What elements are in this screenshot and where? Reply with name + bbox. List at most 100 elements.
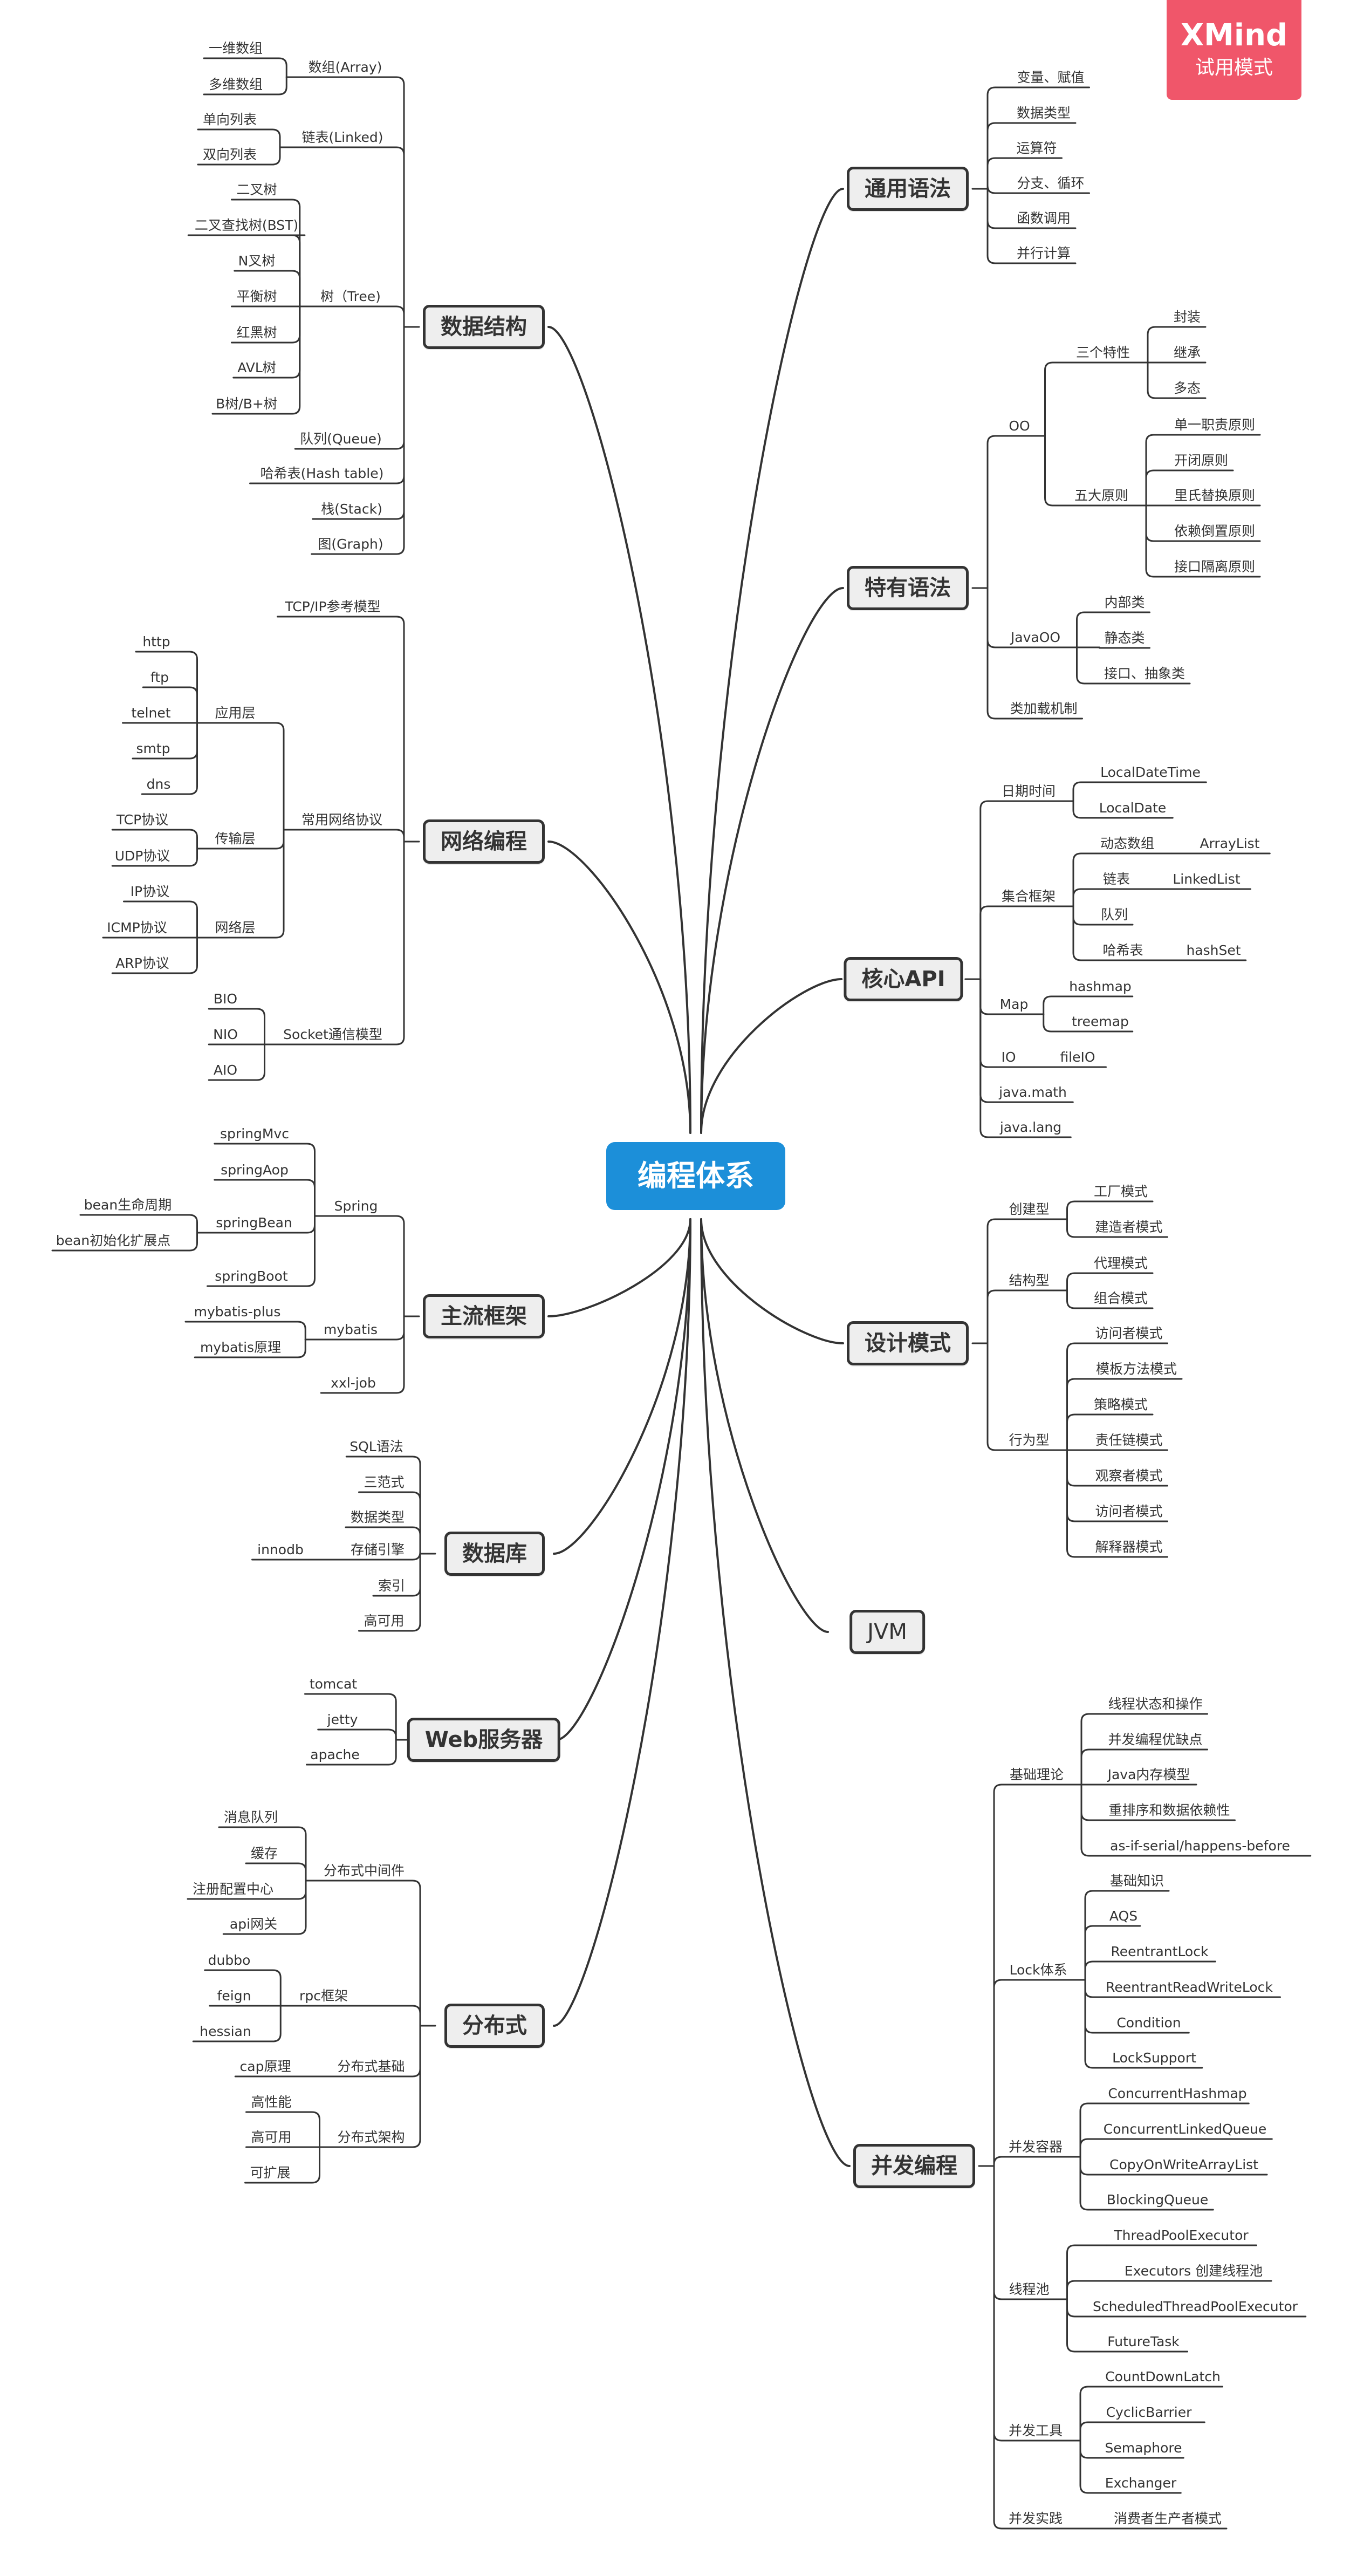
topic-3-5[interactable]: 高可用 [364,1613,405,1629]
topic-7-1[interactable]: JavaOO [1010,630,1061,645]
topic-8-0[interactable]: 日期时间 [1001,783,1056,799]
topic-11-1-5[interactable]: LockSupport [1112,2050,1196,2066]
topic-7-0-1-3[interactable]: 依赖倒置原则 [1174,523,1256,539]
topic-11-3-3[interactable]: FutureTask [1107,2334,1180,2349]
topic-4-2[interactable]: apache [310,1747,360,1762]
topic-3-4[interactable]: 索引 [378,1578,406,1594]
topic-11-3-0[interactable]: ThreadPoolExecutor [1114,2227,1249,2243]
topic-0-5[interactable]: 栈(Stack) [321,501,382,517]
branch-8[interactable]: 核心API [844,957,963,1001]
topic-0-0-1[interactable]: 多维数组 [208,77,263,92]
topic-5-3-2[interactable]: 可扩展 [250,2165,291,2181]
topic-8-5[interactable]: java.lang [999,1119,1062,1135]
topic-5-3[interactable]: 分布式架构 [337,2129,405,2145]
topic-0-2-5[interactable]: AVL树 [237,360,276,375]
topic-9-2-1[interactable]: 模板方法模式 [1095,1361,1177,1377]
topic-5-1[interactable]: rpc框架 [299,1988,348,2004]
topic-11-4-2[interactable]: Semaphore [1105,2440,1182,2456]
topic-1-1-2-1[interactable]: ICMP协议 [107,920,167,935]
topic-2-0-1[interactable]: springAop [221,1162,289,1178]
topic-9-2-0[interactable]: 访问者模式 [1095,1325,1163,1341]
topic-1-1-2-2[interactable]: ARP协议 [115,955,169,971]
topic-8-1-1-0[interactable]: LinkedList [1173,871,1241,887]
topic-11-1-4[interactable]: Condition [1116,2015,1181,2031]
topic-3-2[interactable]: 数据类型 [350,1509,405,1525]
topic-9-2-5[interactable]: 访问者模式 [1095,1504,1163,1519]
topic-7-1-2[interactable]: 接口、抽象类 [1104,666,1185,681]
topic-9-1-0[interactable]: 代理模式 [1093,1255,1148,1271]
topic-11-1[interactable]: Lock体系 [1009,1962,1067,1978]
topic-1-2-2[interactable]: AIO [213,1062,238,1078]
topic-11-0-0[interactable]: 线程状态和操作 [1108,1696,1203,1712]
topic-11-0-1[interactable]: 并发编程优缺点 [1108,1732,1203,1747]
branch-2[interactable]: 主流框架 [423,1294,545,1338]
topic-2-0-2-1[interactable]: bean初始化扩展点 [56,1233,171,1248]
topic-0-0-0[interactable]: 一维数组 [208,40,263,56]
topic-1-2[interactable]: Socket通信模型 [283,1027,382,1042]
topic-9-1[interactable]: 结构型 [1009,1273,1050,1288]
topic-11-4-1[interactable]: CyclicBarrier [1106,2404,1192,2420]
topic-5-2-0[interactable]: cap原理 [239,2059,291,2074]
topic-11-1-0[interactable]: 基础知识 [1109,1873,1164,1889]
topic-7-0-0-0[interactable]: 封装 [1173,309,1201,325]
topic-2-0[interactable]: Spring [334,1198,378,1214]
topic-1-1-1-1[interactable]: UDP协议 [114,848,170,864]
topic-1-2-0[interactable]: BIO [213,991,238,1007]
topic-9-2-6[interactable]: 解释器模式 [1095,1539,1163,1555]
branch-5[interactable]: 分布式 [444,2004,545,2048]
topic-5-0-2[interactable]: 注册配置中心 [192,1881,274,1897]
topic-11-4-0[interactable]: CountDownLatch [1105,2369,1221,2384]
branch-4[interactable]: Web服务器 [407,1718,561,1762]
topic-0-4[interactable]: 哈希表(Hash table) [260,466,384,481]
topic-11-4[interactable]: 并发工具 [1008,2423,1063,2438]
topic-8-1-2[interactable]: 队列 [1100,907,1128,923]
topic-2-0-2-0[interactable]: bean生命周期 [84,1197,172,1213]
topic-2-0-2[interactable]: springBean [216,1215,292,1231]
branch-0[interactable]: 数据结构 [423,305,545,349]
central-topic[interactable]: 编程体系 [606,1142,785,1210]
topic-5-0-3[interactable]: api网关 [229,1916,278,1932]
topic-2-0-0[interactable]: springMvc [220,1126,289,1142]
topic-8-2-0[interactable]: hashmap [1069,979,1132,994]
topic-11-3[interactable]: 线程池 [1009,2281,1050,2297]
topic-4-1[interactable]: jetty [327,1712,358,1727]
topic-11-2[interactable]: 并发容器 [1008,2139,1063,2155]
topic-0-2-3[interactable]: 平衡树 [236,289,277,304]
topic-6-5[interactable]: 并行计算 [1016,245,1071,261]
topic-11-1-3[interactable]: ReentrantReadWriteLock [1106,1979,1273,1995]
topic-3-3-0[interactable]: innodb [257,1542,304,1557]
topic-9-1-1[interactable]: 组合模式 [1093,1290,1148,1306]
topic-8-2[interactable]: Map [999,996,1029,1012]
topic-5-1-0[interactable]: dubbo [208,1952,251,1968]
topic-11-3-1[interactable]: Executors 创建线程池 [1124,2263,1263,2279]
branch-3[interactable]: 数据库 [444,1532,545,1576]
topic-2-1-0[interactable]: mybatis-plus [194,1304,281,1320]
topic-7-1-0[interactable]: 内部类 [1104,595,1145,610]
topic-11-1-2[interactable]: ReentrantLock [1111,1944,1209,1959]
topic-11-0-4[interactable]: as-if-serial/happens-before [1110,1838,1290,1854]
topic-1-1-0-4[interactable]: dns [146,776,171,792]
topic-7-1-1[interactable]: 静态类 [1104,630,1145,646]
topic-11-4-3[interactable]: Exchanger [1105,2475,1177,2491]
topic-5-3-1[interactable]: 高可用 [251,2129,292,2145]
topic-6-1[interactable]: 数据类型 [1016,105,1071,121]
topic-11-2-3[interactable]: BlockingQueue [1106,2192,1209,2208]
topic-7-2[interactable]: 类加载机制 [1010,701,1078,716]
topic-1-1-0-0[interactable]: http [142,634,170,650]
topic-1-1-0-3[interactable]: smtp [136,741,170,756]
topic-0-1-0[interactable]: 单向列表 [202,112,257,127]
topic-7-0[interactable]: OO [1009,418,1030,434]
topic-11-0[interactable]: 基础理论 [1009,1767,1064,1782]
topic-11-1-1[interactable]: AQS [1109,1908,1138,1924]
topic-3-1[interactable]: 三范式 [364,1474,405,1490]
topic-2-0-3[interactable]: springBoot [215,1268,288,1284]
topic-7-0-1-1[interactable]: 开闭原则 [1174,453,1229,468]
topic-8-1-0-0[interactable]: ArrayList [1200,836,1260,851]
topic-6-2[interactable]: 运算符 [1016,140,1057,156]
branch-11[interactable]: 并发编程 [853,2144,975,2188]
topic-8-1-3-0[interactable]: hashSet [1186,942,1241,958]
topic-9-0-0[interactable]: 工厂模式 [1093,1184,1148,1199]
topic-1-1-1-0[interactable]: TCP协议 [116,812,169,828]
topic-8-3-0[interactable]: fileIO [1060,1049,1095,1065]
topic-2-2[interactable]: xxl-job [331,1375,376,1391]
